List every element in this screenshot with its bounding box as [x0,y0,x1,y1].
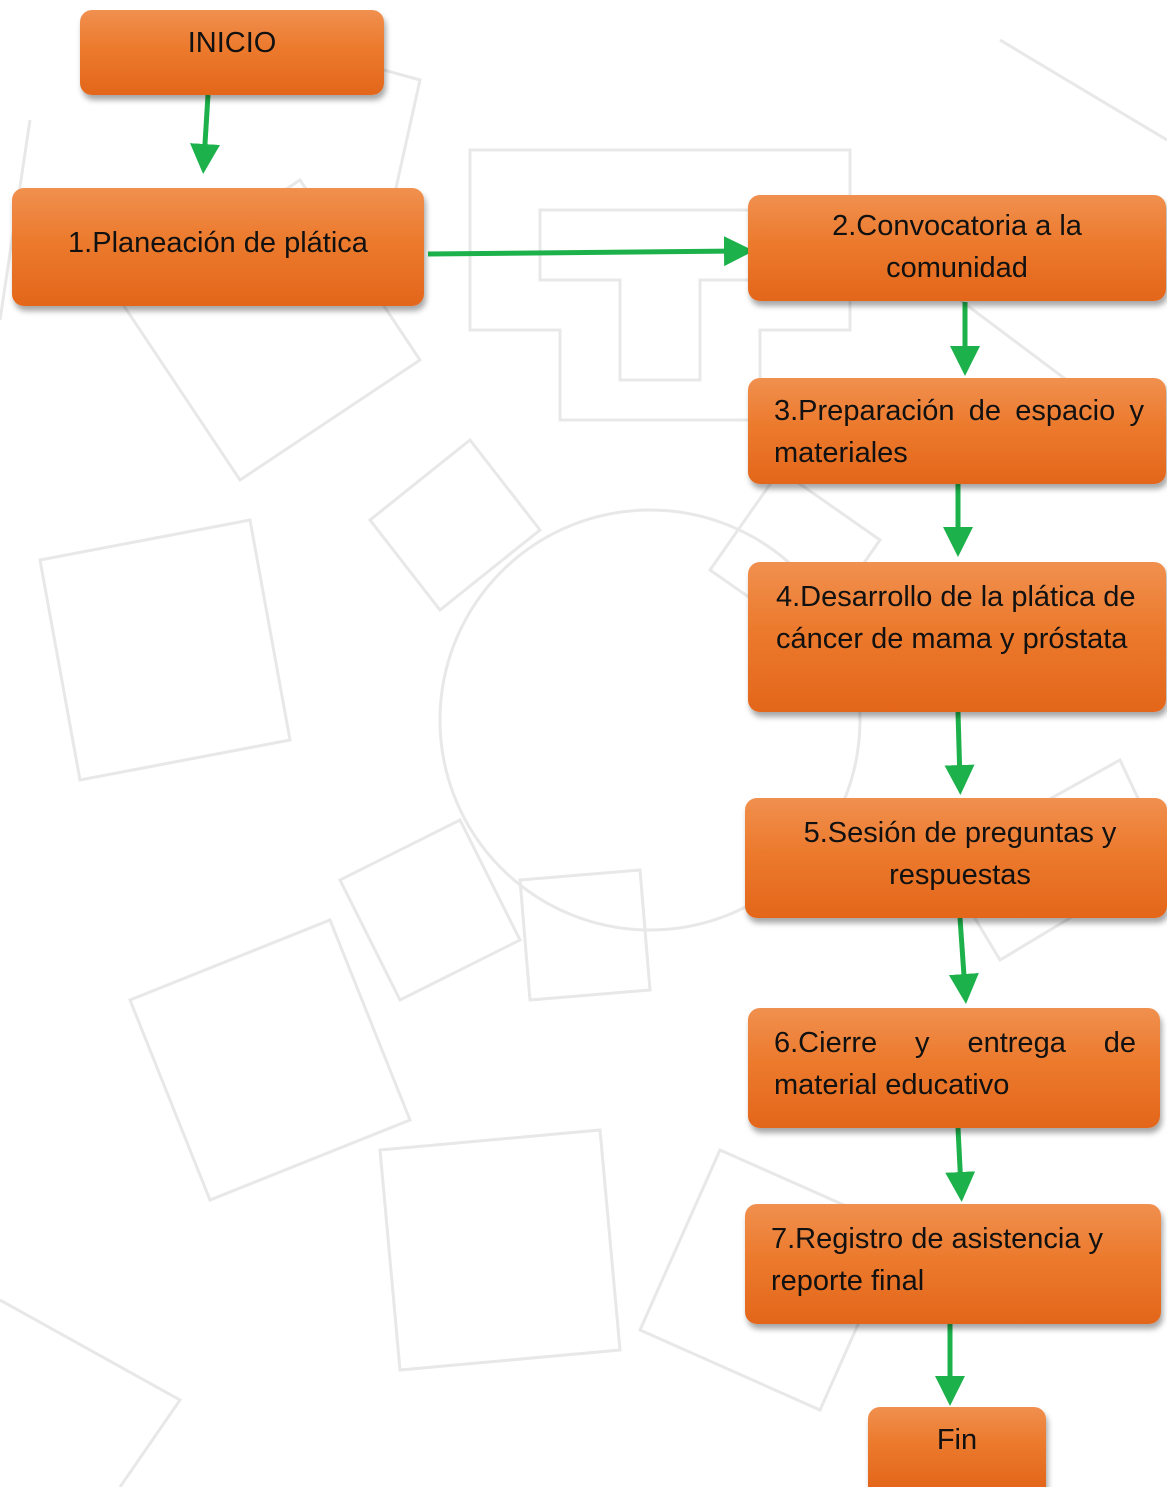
step-4-box: 4.Desarrollo de la plática de cáncer de … [748,562,1166,712]
step-2-box: 2.Convocatoria a la comunidad [748,195,1166,301]
arrow-step6-to-step7 [945,1127,976,1202]
start-node-label: INICIO [187,27,277,59]
step-1-box: 1.Planeación de plática [12,188,424,306]
end-node-label: Fin [936,1424,978,1456]
step-7-label: 7.Registro de asistencia y reporte final [771,1223,1104,1297]
step-2-label: 2.Convocatoria a la comunidad [832,210,1082,284]
arrow-inicio-to-step1 [190,94,220,174]
step-3-box: 3.Preparación de espacio y materiales [748,378,1166,484]
step-1-label: 1.Planeación de plática [68,227,368,259]
step-5-label: 5.Sesión de preguntas y respuestas [803,817,1117,891]
step-3-label: 3.Preparación de espacio y materiales [774,395,1144,469]
end-node: Fin [868,1407,1046,1487]
start-node: INICIO [80,10,384,95]
step-6-label: 6.Cierre y entrega de material educativo [774,1027,1136,1101]
step-4-label: 4.Desarrollo de la plática de cáncer de … [776,581,1136,655]
arrow-step1-to-step2 [427,236,754,267]
arrow-step4-to-step5 [944,711,975,795]
step-6-box: 6.Cierre y entrega de material educativo [748,1008,1160,1128]
arrow-step5-to-step6 [948,917,979,1004]
step-7-box: 7.Registro de asistencia y reporte final [745,1204,1161,1324]
step-5-box: 5.Sesión de preguntas y respuestas [745,798,1167,918]
